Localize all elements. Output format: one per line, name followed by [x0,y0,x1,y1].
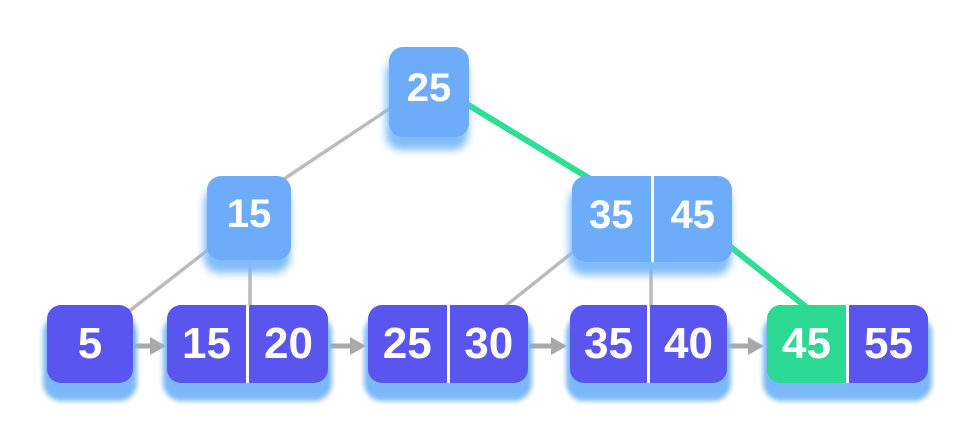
edge-internal-15-to-leaf-5 [121,244,215,318]
node-key-cell: 40 [647,305,727,383]
internal-node-35-45: 35 45 [572,176,732,262]
edge-root-to-internal-15 [277,103,396,185]
node-key-cell: 35 [584,319,633,368]
leaf-link-arrow-25-30-to-35-40 [529,337,567,355]
leaf-node-5: 5 [47,305,133,383]
node-key-cell: 25 [382,319,432,368]
edge-root-to-internal-35-45-highlighted [462,100,595,183]
leaf-node-45-55: 45 55 [767,305,928,383]
internal-node-15: 15 [207,176,291,260]
internal-node-root-25: 25 [389,47,469,137]
node-key-cell: 15 [226,191,272,236]
node-key-cell: 30 [446,305,529,383]
leaf-node-35-40: 35 40 [570,305,727,383]
node-key-cell: 55 [846,305,928,383]
node-key-cell: 5 [77,319,103,368]
leaf-node-15-20: 15 20 [167,305,328,383]
edge-internal-35-45-to-leaf-45-55-highlighted [724,241,813,313]
node-key-cell: 15 [182,319,231,368]
leaf-link-arrow-5-to-15-20 [134,337,166,355]
edge-internal-35-45-to-leaf-25-30 [496,246,580,314]
node-key-cell: 45 [650,176,733,262]
leaf-node-25-30: 25 30 [368,305,528,383]
node-key-cell-highlighted-45: 45 [767,305,846,383]
node-key-cell: 35 [589,192,634,237]
leaf-link-arrow-15-20-to-25-30 [330,337,366,355]
node-key-cell: 25 [406,65,452,110]
leaf-link-arrow-35-40-to-45-55 [728,337,764,355]
node-key-cell: 20 [246,305,328,383]
